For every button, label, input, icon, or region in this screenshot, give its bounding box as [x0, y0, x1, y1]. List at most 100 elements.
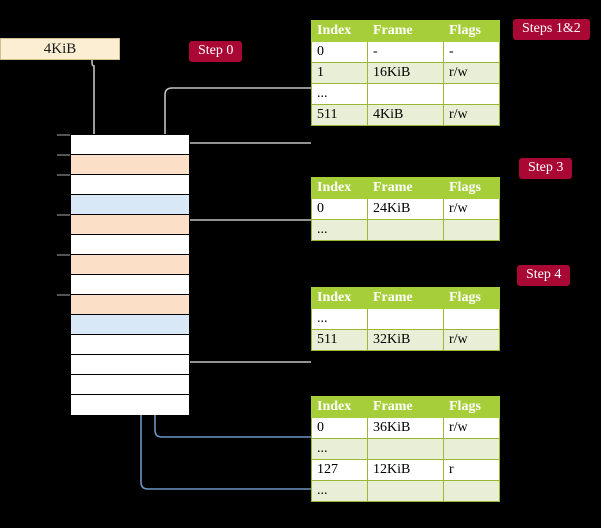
wire-level3-row0-to-memory	[179, 219, 311, 262]
column-header-index: Index	[311, 177, 368, 199]
badge-step-4: Step 4	[517, 265, 571, 286]
memory-tick-mark	[57, 254, 70, 256]
table-row[interactable]: ...	[311, 480, 500, 502]
cell-frame	[367, 308, 444, 330]
frame-4kib-box: 4KiB	[0, 38, 120, 60]
cell-flags	[443, 438, 500, 460]
memory-cell	[71, 335, 189, 355]
cell-frame: 12KiB	[367, 459, 444, 481]
cell-flags	[443, 83, 500, 105]
cell-index: 0	[311, 417, 368, 439]
badge-step-0: Step 0	[189, 41, 243, 62]
column-header-index: Index	[311, 20, 368, 42]
cell-flags: r/w	[443, 198, 500, 220]
cell-index: ...	[311, 219, 368, 241]
column-header-flags: Flags	[443, 287, 500, 309]
memory-cell	[71, 255, 189, 275]
badge-step-0-label: Step 0	[189, 41, 243, 62]
cell-flags: r/w	[443, 329, 500, 351]
column-header-flags: Flags	[443, 177, 500, 199]
table-row[interactable]: ...	[311, 219, 500, 241]
cell-index: 0	[311, 41, 368, 63]
column-header-index: Index	[311, 287, 368, 309]
cell-index: ...	[311, 438, 368, 460]
badge-steps-1-2: Steps 1&2	[513, 19, 590, 40]
memory-cell	[71, 135, 189, 155]
cell-index: ...	[311, 480, 368, 502]
cell-index: 511	[311, 329, 368, 351]
cell-frame	[367, 83, 444, 105]
column-header-index: Index	[311, 396, 368, 418]
memory-tick-mark	[57, 154, 70, 156]
cell-frame: 4KiB	[367, 104, 444, 126]
frame-4kib-label: 4KiB	[43, 40, 77, 57]
memory-tick-mark	[57, 174, 70, 176]
memory-cell	[71, 395, 189, 415]
memory-cell	[71, 175, 189, 195]
cell-frame	[367, 480, 444, 502]
cell-flags: r/w	[443, 104, 500, 126]
memory-cell	[71, 355, 189, 375]
cell-flags: r	[443, 459, 500, 481]
cell-index: ...	[311, 83, 368, 105]
memory-tick-mark	[57, 214, 70, 216]
cell-flags: r/w	[443, 62, 500, 84]
badge-step-3-label: Step 3	[519, 158, 573, 179]
cell-frame: 24KiB	[367, 198, 444, 220]
column-header-flags: Flags	[443, 396, 500, 418]
memory-cell	[71, 215, 189, 235]
cell-index: 511	[311, 104, 368, 126]
cell-flags: -	[443, 41, 500, 63]
memory-cell	[71, 155, 189, 175]
memory-cell	[71, 195, 189, 215]
cell-flags	[443, 480, 500, 502]
memory-cell	[71, 315, 189, 335]
memory-tick-mark	[57, 134, 70, 136]
cell-index: 0	[311, 198, 368, 220]
table-row[interactable]: 0--	[311, 41, 500, 63]
memory-cell	[71, 235, 189, 255]
badge-step-3: Step 3	[519, 158, 573, 179]
table-row[interactable]: ...	[311, 438, 500, 460]
cell-flags: r/w	[443, 417, 500, 439]
column-header-frame: Frame	[367, 20, 444, 42]
cell-flags	[443, 308, 500, 330]
memory-cell	[71, 275, 189, 295]
memory-cell	[71, 375, 189, 395]
cell-frame	[367, 438, 444, 460]
wire-level2-row511-to-memory	[179, 318, 311, 363]
memory-cell	[71, 295, 189, 315]
cell-frame: 16KiB	[367, 62, 444, 84]
column-header-frame: Frame	[367, 177, 444, 199]
cell-frame	[367, 219, 444, 241]
column-header-frame: Frame	[367, 287, 444, 309]
cell-frame: 32KiB	[367, 329, 444, 351]
cell-index: 1	[311, 62, 368, 84]
table-row[interactable]: ...	[311, 308, 500, 330]
memory-tick-mark	[57, 294, 70, 296]
badge-steps-1-2-label: Steps 1&2	[513, 19, 590, 40]
table-row[interactable]: ...	[311, 83, 500, 105]
cell-index: 127	[311, 459, 368, 481]
cell-index: ...	[311, 308, 368, 330]
cell-flags	[443, 219, 500, 241]
physical-memory-column	[70, 134, 190, 415]
